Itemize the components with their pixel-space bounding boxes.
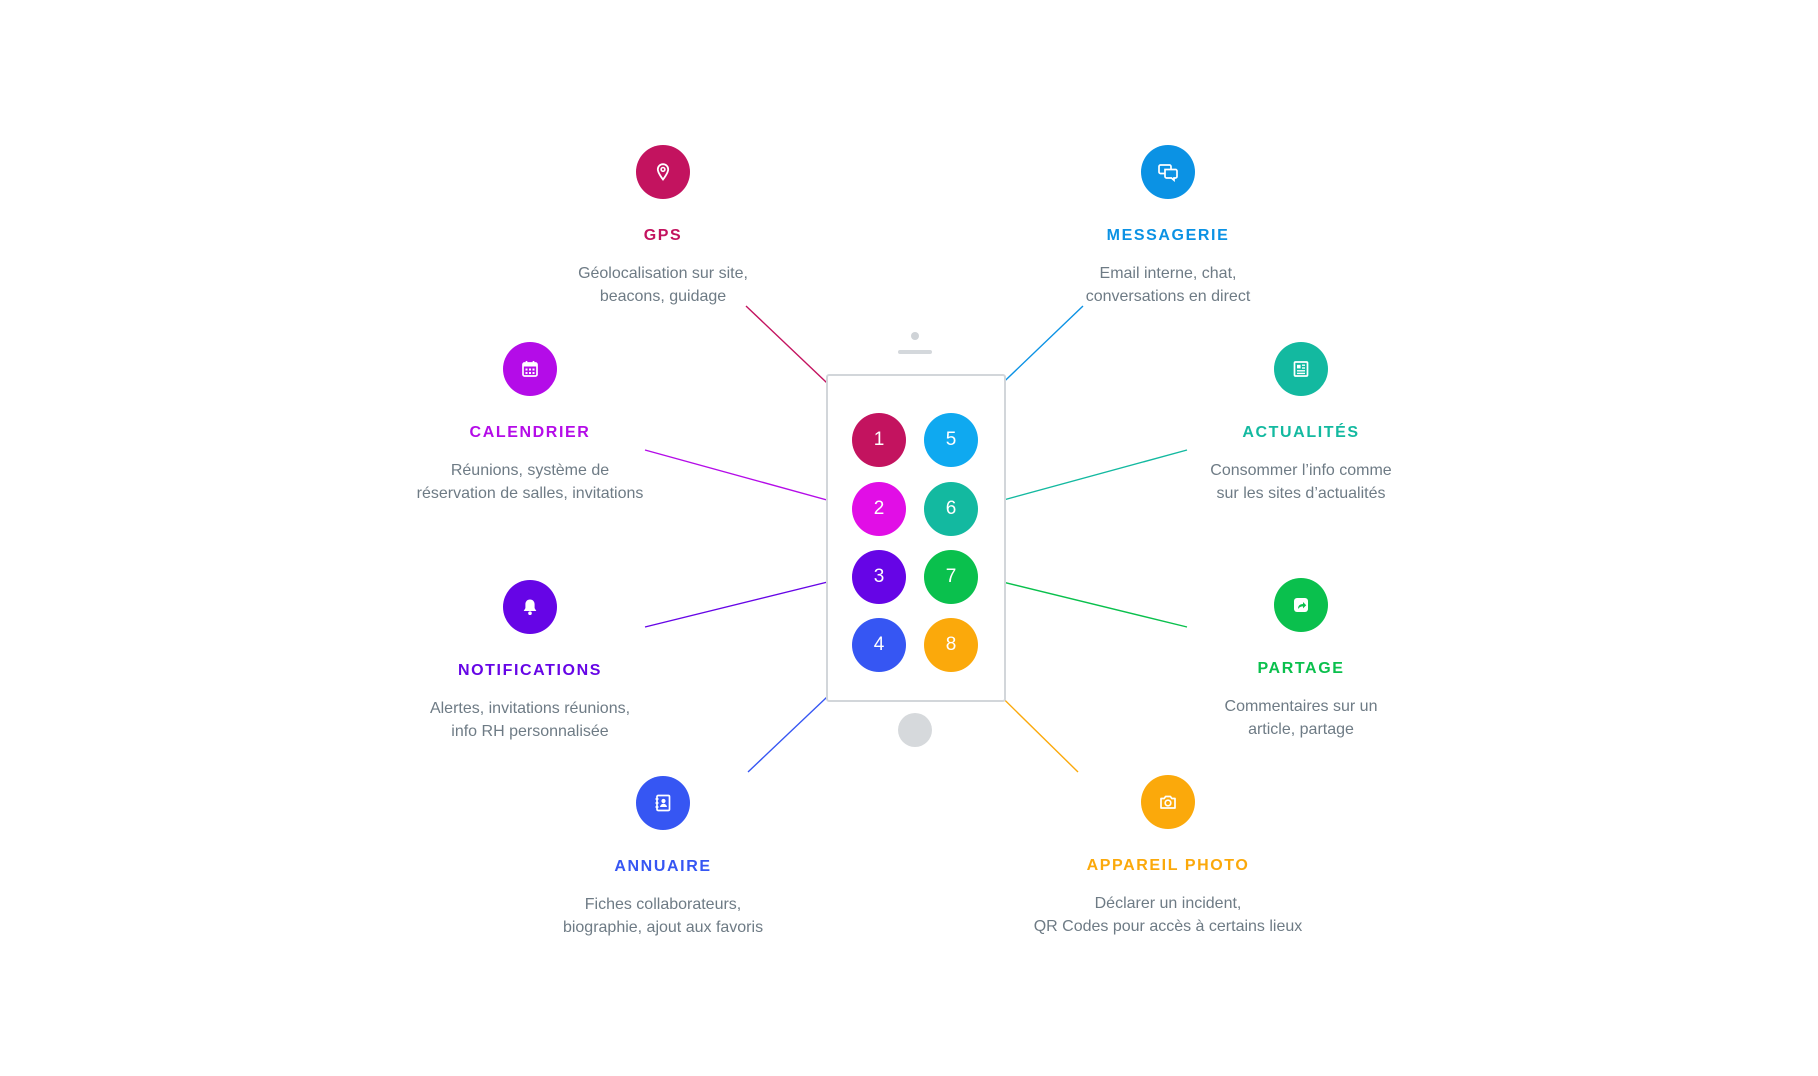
phone-camera (911, 332, 919, 340)
phone-home-button (898, 713, 932, 747)
number-badge-7: 7 (924, 550, 978, 604)
feature-actualites: ACTUALITÉS Consommer l’info comme sur le… (1141, 342, 1461, 505)
notifications-icon-circle (503, 580, 557, 634)
feature-title: NOTIFICATIONS (457, 662, 603, 679)
feature-description-line: Email interne, chat, (1099, 265, 1237, 282)
share-icon (1294, 598, 1308, 612)
calendrier-icon-circle (503, 342, 557, 396)
number-badge-4: 4 (852, 618, 906, 672)
camera-icon (1160, 795, 1176, 809)
bell-icon (523, 599, 537, 615)
messagerie-icon-circle (1141, 145, 1195, 199)
feature-description: Fiches collaborateurs, biographie, ajout… (503, 893, 823, 939)
feature-description-line: beacons, guidage (599, 288, 727, 305)
feature-annuaire: ANNUAIRE Fiches collaborateurs, biograph… (503, 776, 823, 939)
number-badge-5: 5 (924, 413, 978, 467)
number-badge-2: 2 (852, 482, 906, 536)
feature-notifications: NOTIFICATIONS Alertes, invitations réuni… (370, 580, 690, 743)
feature-description-line: info RH personnalisée (451, 723, 609, 740)
actualites-icon-circle (1274, 342, 1328, 396)
calendar-icon (522, 361, 538, 377)
feature-appareil-photo: APPAREIL PHOTO Déclarer un incident, QR … (1008, 775, 1328, 938)
feature-title: ANNUAIRE (614, 858, 712, 875)
feature-description-line: Alertes, invitations réunions, (429, 700, 631, 717)
feature-description-line: Déclarer un incident, (1094, 895, 1242, 912)
number-badge-8: 8 (924, 618, 978, 672)
feature-description-line: Réunions, système de (450, 462, 610, 479)
feature-gps: GPS Géolocalisation sur site, beacons, g… (503, 145, 823, 308)
feature-description: Consommer l’info comme sur les sites d’a… (1141, 459, 1461, 505)
number-badge-1: 1 (852, 413, 906, 467)
partage-icon-circle (1274, 578, 1328, 632)
feature-description-line: Fiches collaborateurs, (584, 896, 742, 913)
feature-description-line: sur les sites d’actualités (1216, 485, 1386, 502)
feature-description-line: Commentaires sur un (1224, 698, 1378, 715)
contact-book-icon (655, 794, 671, 812)
annuaire-icon-circle (636, 776, 690, 830)
feature-calendrier: CALENDRIER Réunions, système de réservat… (370, 342, 690, 505)
feature-description: Géolocalisation sur site, beacons, guida… (503, 262, 823, 308)
connector-line (644, 574, 857, 628)
connector-line (973, 574, 1188, 628)
feature-partage: PARTAGE Commentaires sur un article, par… (1141, 578, 1461, 741)
feature-description-line: biographie, ajout aux favoris (562, 919, 764, 936)
feature-description-line: Consommer l’info comme (1210, 462, 1392, 479)
feature-title: GPS (643, 227, 683, 244)
feature-title: CALENDRIER (469, 424, 591, 441)
feature-title: ACTUALITÉS (1242, 424, 1360, 441)
newspaper-icon (1293, 361, 1309, 377)
feature-title: APPAREIL PHOTO (1086, 857, 1250, 874)
feature-description-line: réservation de salles, invitations (416, 485, 644, 502)
feature-description: Réunions, système de réservation de sall… (370, 459, 690, 505)
gps-icon-circle (636, 145, 690, 199)
number-badge-3: 3 (852, 550, 906, 604)
chat-bubbles-icon (1158, 164, 1178, 182)
feature-description: Déclarer un incident, QR Codes pour accè… (1008, 892, 1328, 938)
appareil-photo-icon-circle (1141, 775, 1195, 829)
feature-description: Email interne, chat, conversations en di… (1008, 262, 1328, 308)
phone-speaker (898, 350, 932, 354)
number-badge-6: 6 (924, 482, 978, 536)
feature-description-line: article, partage (1248, 721, 1354, 738)
feature-description: Commentaires sur un article, partage (1141, 695, 1461, 741)
map-pin-icon (656, 163, 670, 181)
feature-messagerie: MESSAGERIE Email interne, chat, conversa… (1008, 145, 1328, 308)
feature-description-line: conversations en direct (1085, 288, 1251, 305)
connector-line (644, 449, 857, 509)
feature-description-line: Géolocalisation sur site, (578, 265, 748, 282)
feature-description-line: QR Codes pour accès à certains lieux (1033, 918, 1303, 935)
feature-description: Alertes, invitations réunions, info RH p… (370, 697, 690, 743)
feature-title: MESSAGERIE (1106, 227, 1230, 244)
connector-line (973, 449, 1188, 509)
feature-title: PARTAGE (1257, 660, 1345, 677)
